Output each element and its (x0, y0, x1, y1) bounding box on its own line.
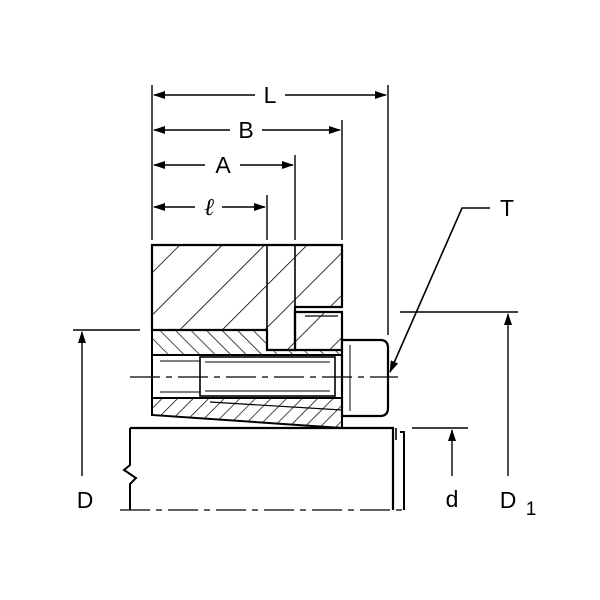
label-L: L (264, 82, 277, 108)
dimension-ell: ℓ (153, 195, 266, 221)
label-T: T (500, 195, 514, 221)
label-D: D (77, 487, 94, 513)
dimension-L: L (153, 82, 387, 108)
extension-lines (73, 85, 518, 429)
label-d: d (446, 486, 459, 512)
dimension-d: d (446, 429, 459, 512)
leader-T: T (389, 195, 514, 373)
label-B: B (238, 117, 253, 143)
dimension-D1: D 1 (500, 313, 537, 520)
thrust-ring (293, 310, 344, 352)
label-A: A (215, 152, 231, 178)
shaft (120, 426, 408, 511)
lower-taper-ring (151, 397, 343, 430)
dimension-A: A (153, 152, 294, 178)
dimension-B: B (153, 117, 341, 143)
label-D1: D (500, 487, 517, 513)
label-ell: ℓ (204, 195, 214, 221)
label-D1-subscript: 1 (526, 499, 537, 520)
dimension-D: D (77, 331, 94, 513)
